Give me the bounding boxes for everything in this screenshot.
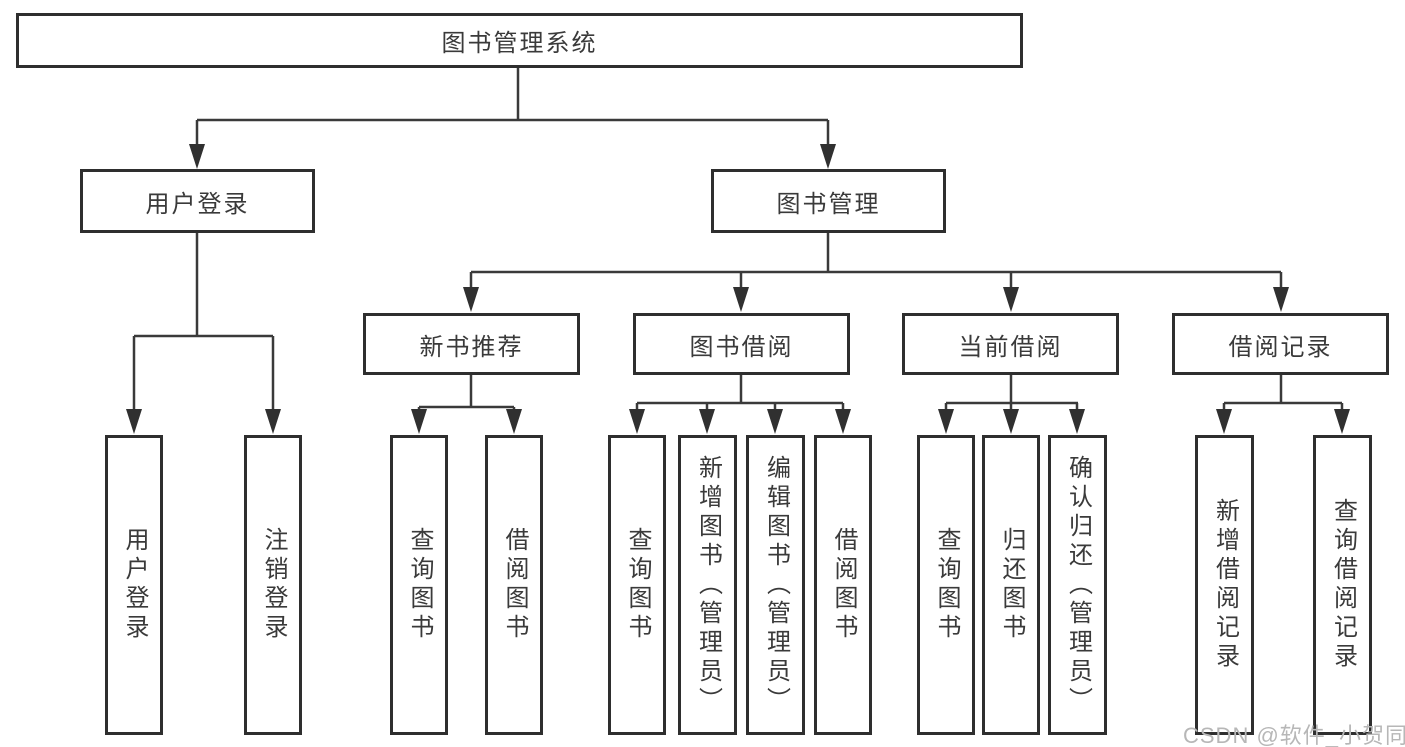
node-user-login: 用户登录 [80, 169, 315, 233]
node-new-book-recommend: 新书推荐 [363, 313, 580, 375]
csdn-watermark: CSDN @软件_小贺同学 [1183, 723, 1405, 747]
node-current-borrow: 当前借阅 [902, 313, 1119, 375]
leaf-add-books-admin: 新增图书（管理员） [678, 435, 737, 735]
node-borrow-records-label: 借阅记录 [1228, 333, 1333, 361]
leaf-query-books-borrow: 查询图书 [608, 435, 666, 735]
leaf-query-borrow-record-label: 查询借阅记录 [1329, 498, 1357, 672]
leaf-query-books-current: 查询图书 [917, 435, 975, 735]
leaf-edit-books-admin: 编辑图书（管理员） [746, 435, 805, 735]
leaf-user-login: 用户登录 [105, 435, 163, 735]
node-book-borrow-label: 图书借阅 [689, 333, 794, 361]
leaf-add-books-admin-label: 新增图书（管理员） [694, 454, 722, 716]
leaf-confirm-return-admin: 确认归还（管理员） [1048, 435, 1107, 735]
node-book-borrow: 图书借阅 [633, 313, 850, 375]
node-book-management: 图书管理 [711, 169, 946, 233]
node-root: 图书管理系统 [16, 13, 1023, 68]
leaf-logout-label: 注销登录 [260, 527, 287, 643]
node-current-borrow-label: 当前借阅 [958, 333, 1063, 361]
node-user-login-label: 用户登录 [145, 190, 250, 218]
leaf-borrow-books-label: 借阅图书 [830, 527, 857, 643]
leaf-edit-books-admin-label: 编辑图书（管理员） [762, 454, 790, 716]
leaf-return-books: 归还图书 [982, 435, 1040, 735]
leaf-query-books-recommend: 查询图书 [390, 435, 448, 735]
leaf-user-login-label: 用户登录 [121, 527, 148, 643]
leaf-return-books-label: 归还图书 [998, 527, 1025, 643]
node-book-management-label: 图书管理 [776, 190, 881, 218]
leaf-logout: 注销登录 [244, 435, 302, 735]
leaf-query-books-borrow-label: 查询图书 [624, 527, 651, 643]
node-borrow-records: 借阅记录 [1172, 313, 1389, 375]
node-root-label: 图书管理系统 [441, 30, 598, 57]
leaf-borrow-books-recommend-label: 借阅图书 [501, 527, 528, 643]
leaf-add-borrow-record-label: 新增借阅记录 [1211, 498, 1239, 672]
leaf-confirm-return-admin-label: 确认归还（管理员） [1064, 454, 1092, 716]
leaf-query-borrow-record: 查询借阅记录 [1313, 435, 1372, 735]
leaf-query-books-recommend-label: 查询图书 [406, 527, 433, 643]
leaf-borrow-books-recommend: 借阅图书 [485, 435, 543, 735]
leaf-query-books-current-label: 查询图书 [933, 527, 960, 643]
node-new-book-recommend-label: 新书推荐 [419, 333, 524, 361]
leaf-add-borrow-record: 新增借阅记录 [1195, 435, 1254, 735]
leaf-borrow-books: 借阅图书 [814, 435, 872, 735]
